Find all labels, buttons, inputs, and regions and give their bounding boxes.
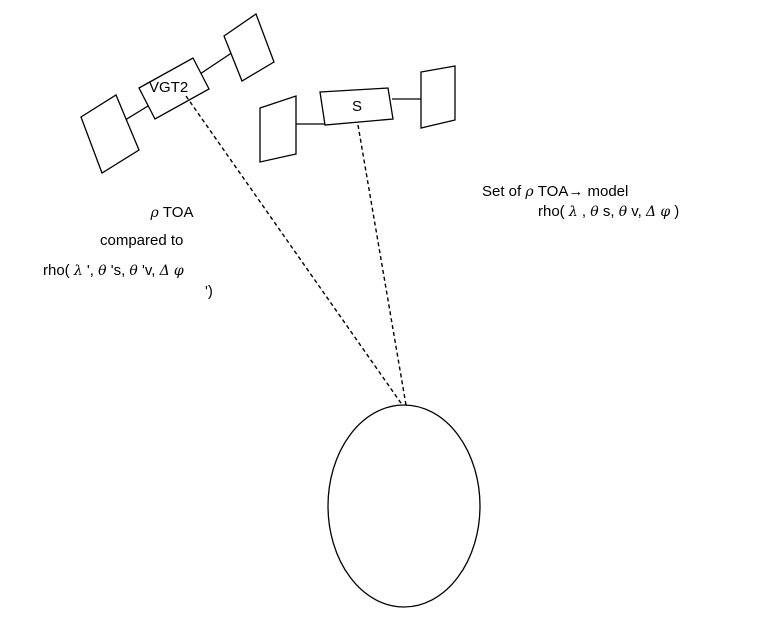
sep-r1: ,	[578, 203, 591, 220]
left-rho-function: rho( λ ', θ 's, θ 'v, Δ φ	[43, 262, 184, 280]
theta-s-symbol-right: θ	[590, 204, 598, 220]
delta-symbol-right: Δ	[646, 204, 656, 220]
close-paren-right: )	[670, 203, 679, 220]
left-annotation: ρ TOA	[112, 204, 232, 222]
theta-s-symbol: θ	[98, 263, 106, 279]
vgt2-satellite: VGT2	[81, 14, 274, 173]
toa-label-left: TOA	[159, 204, 194, 221]
sep-r3: v,	[627, 203, 646, 220]
set-of-text: Set of	[482, 183, 525, 200]
lambda-symbol: λ	[74, 263, 83, 279]
right-annotation-line1: Set of ρ TOA→ model	[482, 183, 628, 201]
theta-v-symbol-right: θ	[619, 204, 627, 220]
rho-symbol-left: ρ	[151, 205, 159, 221]
right-annotation-line2: rho( λ , θ s, θ v, Δ φ )	[538, 203, 679, 221]
sep-r2: s,	[599, 203, 619, 220]
s-label: S	[352, 98, 362, 115]
theta-v-symbol: θ	[129, 263, 137, 279]
sep-1: ',	[83, 262, 98, 279]
compared-to-label: compared to	[100, 232, 183, 250]
s-line-of-sight	[358, 125, 406, 405]
toa-model-text: TOA→ model	[534, 183, 629, 200]
rho-symbol-right: ρ	[525, 184, 533, 200]
s-left-panel	[260, 96, 296, 162]
earth-circle	[328, 405, 480, 607]
phi-symbol-right: φ	[660, 204, 670, 220]
lambda-symbol-right: λ	[569, 204, 578, 220]
delta-symbol: Δ	[160, 263, 170, 279]
vgt2-right-panel	[224, 14, 274, 81]
vgt2-label: VGT2	[149, 79, 188, 96]
s-satellite: S	[260, 66, 455, 162]
rho-open: rho(	[43, 262, 74, 279]
phi-symbol: φ	[174, 263, 184, 279]
left-rho-close: ')	[205, 283, 213, 301]
sep-2: 's,	[107, 262, 130, 279]
rho-open-right: rho(	[538, 203, 569, 220]
sep-3: 'v,	[138, 262, 160, 279]
compared-to-text: compared to	[100, 232, 183, 249]
vgt2-left-panel	[81, 95, 139, 173]
s-right-panel	[421, 66, 455, 128]
close-paren-text: ')	[205, 283, 213, 300]
